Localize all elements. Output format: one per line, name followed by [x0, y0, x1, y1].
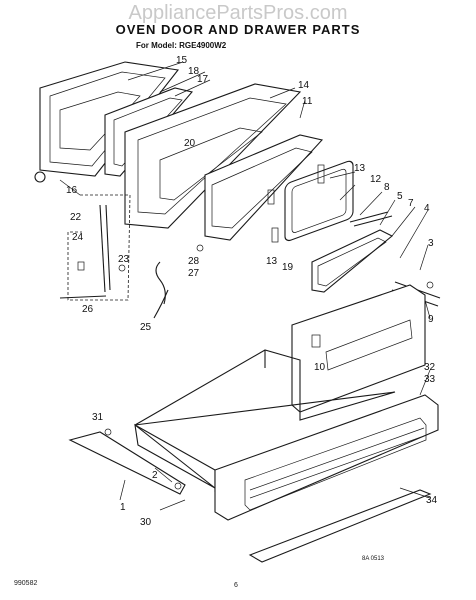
callout-12: 12: [370, 174, 382, 185]
callout-18: 18: [188, 66, 200, 77]
window-glass-set: [311, 211, 394, 293]
callout-25: 25: [140, 322, 152, 333]
drawing-code: 8A 0513: [362, 556, 385, 562]
callout-19: 19: [282, 262, 294, 273]
callout-28: 28: [188, 256, 200, 267]
callout-20: 20: [184, 138, 196, 149]
drawer-front-panel: [214, 394, 439, 521]
drawer-body: [134, 349, 396, 492]
callout-13-bottom: 13: [266, 256, 278, 267]
watermark: AppliancePartsPros.com: [128, 2, 348, 24]
callout-22: 22: [70, 212, 82, 223]
callout-30: 30: [140, 517, 152, 528]
model-label: For Model: RGE4900W2: [136, 41, 227, 50]
callout-33: 33: [424, 374, 436, 385]
callout-16: 16: [66, 185, 78, 196]
hardware-group: [34, 171, 204, 319]
callout-27: 27: [188, 268, 200, 279]
callout-8: 8: [384, 182, 390, 193]
callout-13-top: 13: [354, 163, 366, 174]
callout-1: 1: [120, 502, 126, 513]
callout-15: 15: [176, 55, 188, 66]
callout-31: 31: [92, 412, 104, 423]
footer-code: 990582: [14, 580, 38, 587]
drawer-slides: [68, 431, 432, 563]
callout-5: 5: [397, 191, 403, 202]
diagram-title: OVEN DOOR AND DRAWER PARTS: [115, 22, 361, 37]
inner-door-liner: [124, 83, 302, 229]
callout-11: 11: [302, 96, 313, 107]
callout-23: 23: [118, 254, 130, 265]
callout-3: 3: [428, 238, 434, 249]
callout-34: 34: [426, 495, 438, 506]
callout-24: 24: [72, 232, 84, 243]
leader-lines: [59, 61, 431, 511]
callout-2: 2: [152, 470, 158, 481]
callout-7: 7: [408, 198, 414, 209]
door-front-panel: [291, 284, 426, 413]
page-number: 6: [234, 582, 238, 589]
callout-32: 32: [424, 362, 436, 373]
small-clip-parts: [104, 164, 325, 490]
callout-labels: 15 18 17 14 11 20 13 12 8 5 7 4 3 9 10 3…: [66, 55, 438, 528]
callout-10: 10: [314, 362, 326, 373]
callout-14: 14: [298, 80, 310, 91]
callout-17: 17: [197, 74, 209, 85]
inner-window-assembly: [284, 160, 354, 242]
callout-4: 4: [424, 203, 430, 214]
callout-9: 9: [428, 314, 434, 325]
callout-26: 26: [82, 304, 94, 315]
